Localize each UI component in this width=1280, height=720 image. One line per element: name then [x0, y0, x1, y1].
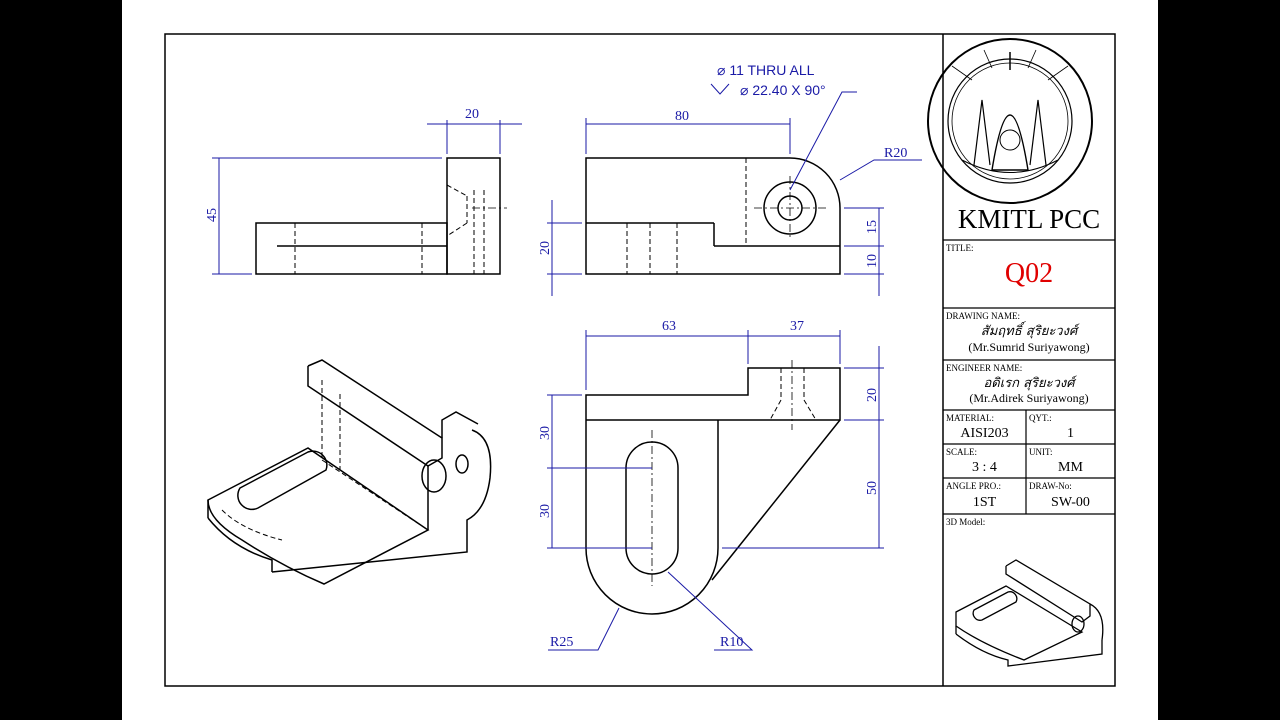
model-label: 3D Model: [946, 517, 986, 527]
scale-label: SCALE: [946, 447, 978, 457]
qty-label: QYT.: [1029, 413, 1052, 423]
dim-top-r10: R10 [720, 635, 743, 650]
dim-front-radius: R20 [884, 146, 907, 161]
dim-front-10: 10 [865, 254, 880, 268]
engineer-name-label: ENGINEER NAME: [946, 363, 1023, 373]
dim-side-height: 45 [205, 208, 220, 222]
material-value: AISI203 [960, 426, 1009, 441]
dim-top-50: 50 [865, 481, 880, 495]
dim-top-20: 20 [865, 388, 880, 402]
dim-top-37: 37 [790, 319, 804, 334]
hole-note-1: ⌀ 11 THRU ALL [717, 62, 815, 78]
dim-front-15: 15 [865, 220, 880, 234]
dim-top-30a: 30 [538, 426, 553, 440]
side-dims [212, 120, 522, 275]
angle-value: 1ST [972, 495, 997, 510]
engineer-name-signature: อดิเรก สุริยะวงศ์ [983, 376, 1075, 391]
titleblock-lines [943, 239, 1115, 515]
side-view-hidden [294, 184, 485, 274]
dim-front-base: 20 [538, 241, 553, 255]
top-view [585, 367, 841, 615]
drawno-value: SW-00 [1051, 495, 1090, 510]
top-dims [547, 330, 884, 651]
hole-note-2: ⌀ 22.40 X 90° [740, 82, 826, 98]
engineer-name: (Mr.Adirek Suriyawong) [969, 391, 1089, 405]
angle-label: ANGLE PRO.: [946, 481, 1002, 491]
scale-value: 3 : 4 [972, 460, 997, 475]
front-view [585, 157, 841, 275]
front-dims [547, 91, 922, 296]
material-label: MATERIAL: [946, 413, 994, 423]
drawing-canvas: 20 45 80 R20 20 15 10 ⌀ 11 THRU ALL [164, 33, 1116, 687]
unit-label: UNIT: [1029, 447, 1053, 457]
dim-top-r25: R25 [550, 635, 573, 650]
school-name: KMITL PCC [957, 204, 1101, 234]
drawing-title: Q02 [1004, 258, 1054, 289]
drawing-name-label: DRAWING NAME: [946, 311, 1021, 321]
dim-top-63: 63 [662, 319, 676, 334]
side-view [255, 157, 501, 275]
title-label: TITLE: [946, 243, 974, 253]
unit-value: MM [1058, 460, 1083, 475]
isometric-view [207, 359, 492, 585]
drawing-name-signature: สัมฤทธิ์ สุริยะวงศ์ [980, 324, 1078, 339]
drawing-sheet: 20 45 80 R20 20 15 10 ⌀ 11 THRU ALL [122, 0, 1158, 720]
dim-top-30b: 30 [538, 504, 553, 518]
drawing-name: (Mr.Sumrid Suriyawong) [968, 340, 1090, 354]
kmitl-seal [927, 38, 1093, 204]
dim-front-length: 80 [675, 109, 689, 124]
model-thumbnail [955, 559, 1104, 667]
dim-side-width: 20 [465, 107, 479, 122]
drawno-label: DRAW-No: [1029, 481, 1072, 491]
qty-value: 1 [1067, 426, 1074, 441]
